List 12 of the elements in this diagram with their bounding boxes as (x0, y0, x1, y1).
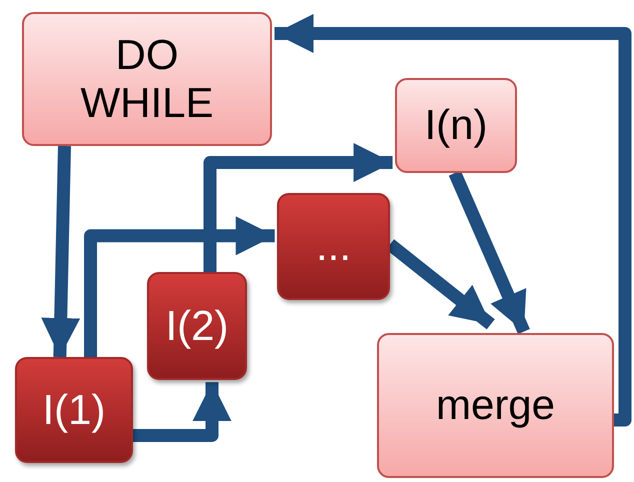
process-box: DO WHILE (22, 12, 272, 146)
arrow (274, 14, 632, 426)
arrow (133, 382, 232, 442)
arrow (204, 143, 393, 272)
process-box: I(2) (147, 272, 247, 380)
process-box: I(n) (395, 78, 517, 173)
arrow (448, 170, 530, 334)
process-box: merge (377, 333, 614, 478)
process-box: ... (277, 193, 390, 300)
arrow (84, 216, 275, 357)
arrow (41, 146, 80, 358)
process-box: I(1) (15, 357, 133, 463)
